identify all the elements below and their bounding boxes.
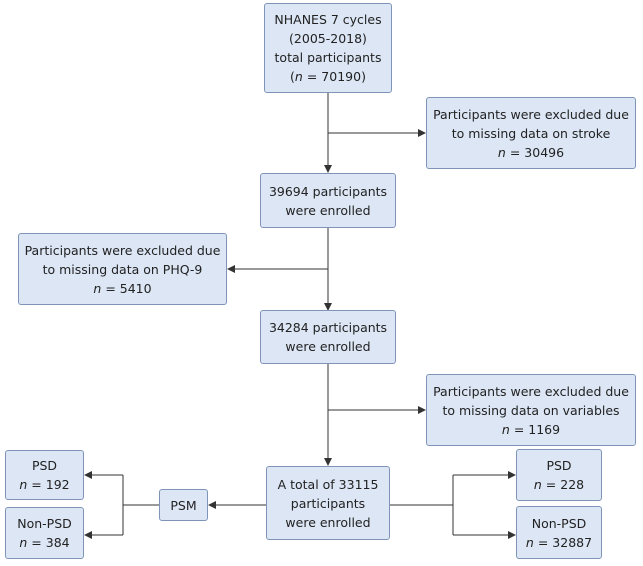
node-psm: PSM — [159, 489, 208, 521]
node-excluded-variables: Participants were excluded due to missin… — [426, 374, 636, 446]
node-excluded-stroke: Participants were excluded due to missin… — [426, 97, 636, 169]
node-psd-matched: PSD n = 192 — [5, 450, 84, 500]
node-enrolled-34284: 34284 participants were enrolled — [260, 310, 396, 364]
node-total-participants: NHANES 7 cycles (2005-2018) total partic… — [264, 3, 392, 93]
node-nonpsd-matched: Non-PSD n = 384 — [5, 507, 84, 559]
node-excluded-phq9: Participants were excluded due to missin… — [18, 233, 227, 305]
node-psd-full: PSD n = 228 — [516, 449, 602, 501]
node-final-33115: A total of 33115 participants were enrol… — [266, 466, 390, 540]
node-nonpsd-full: Non-PSD n = 32887 — [516, 506, 602, 559]
node-enrolled-39694: 39694 participants were enrolled — [260, 173, 396, 228]
